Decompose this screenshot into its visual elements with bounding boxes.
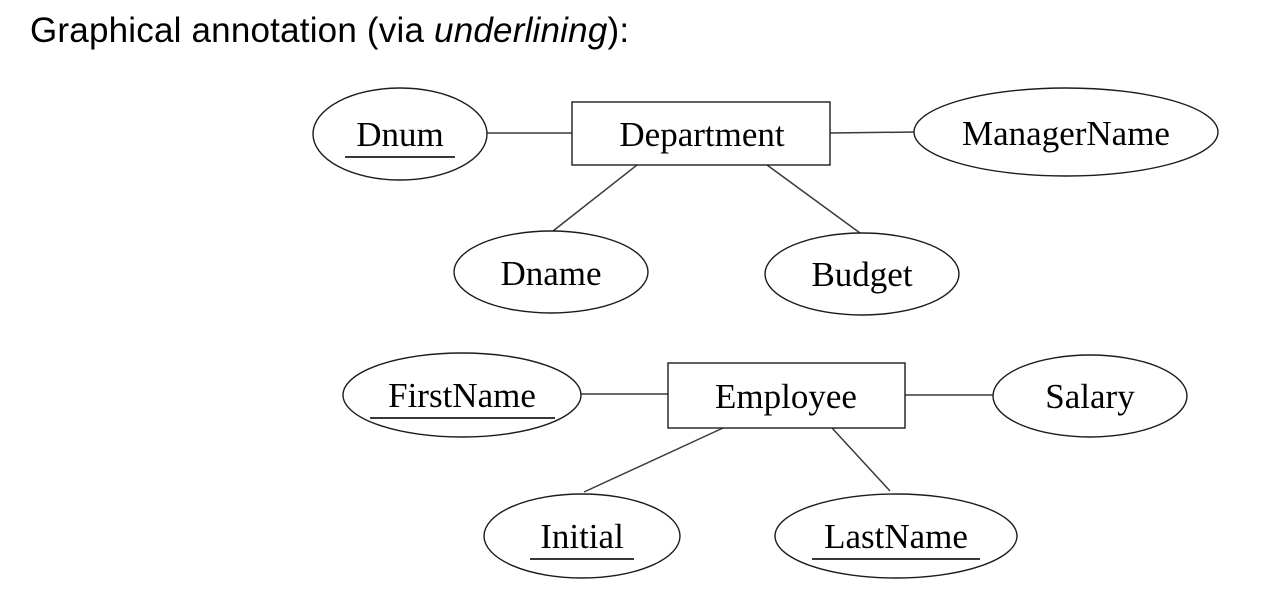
entity-employee-box bbox=[667, 362, 906, 429]
connector-department-dname bbox=[552, 164, 638, 232]
attribute-dname-label: Dname bbox=[500, 254, 601, 293]
attribute-firstname-ellipse bbox=[342, 352, 582, 438]
attribute-dname-ellipse bbox=[453, 230, 649, 314]
slide-title: Graphical annotation (via underlining): bbox=[30, 11, 629, 51]
title-emphasis: underlining bbox=[434, 11, 608, 50]
attribute-dnum-label: Dnum bbox=[356, 115, 444, 154]
attribute-salary-label: Salary bbox=[1045, 377, 1135, 416]
title-suffix: ): bbox=[607, 11, 630, 50]
attribute-budget-label: Budget bbox=[811, 255, 912, 294]
connector-employee-lastname bbox=[831, 427, 891, 492]
attribute-initial-ellipse bbox=[483, 493, 681, 579]
entity-employee-label: Employee bbox=[715, 377, 857, 416]
entity-department-box bbox=[571, 101, 831, 166]
attribute-lastname-label: LastName bbox=[824, 517, 968, 556]
title-text: Graphical annotation (via bbox=[30, 11, 435, 50]
attribute-budget-ellipse bbox=[764, 232, 960, 316]
attribute-lastname-ellipse bbox=[774, 493, 1018, 579]
entity-department-label: Department bbox=[619, 115, 784, 154]
connector-employee-initial bbox=[583, 427, 724, 493]
connector-department-budget bbox=[766, 164, 861, 234]
attribute-firstname-label: FirstName bbox=[388, 376, 536, 415]
connector-department-managername bbox=[829, 131, 917, 134]
attribute-salary-ellipse bbox=[992, 354, 1188, 438]
attribute-initial-label: Initial bbox=[540, 517, 624, 556]
attribute-managername-ellipse bbox=[913, 87, 1219, 177]
attribute-managername-label: ManagerName bbox=[962, 114, 1170, 153]
